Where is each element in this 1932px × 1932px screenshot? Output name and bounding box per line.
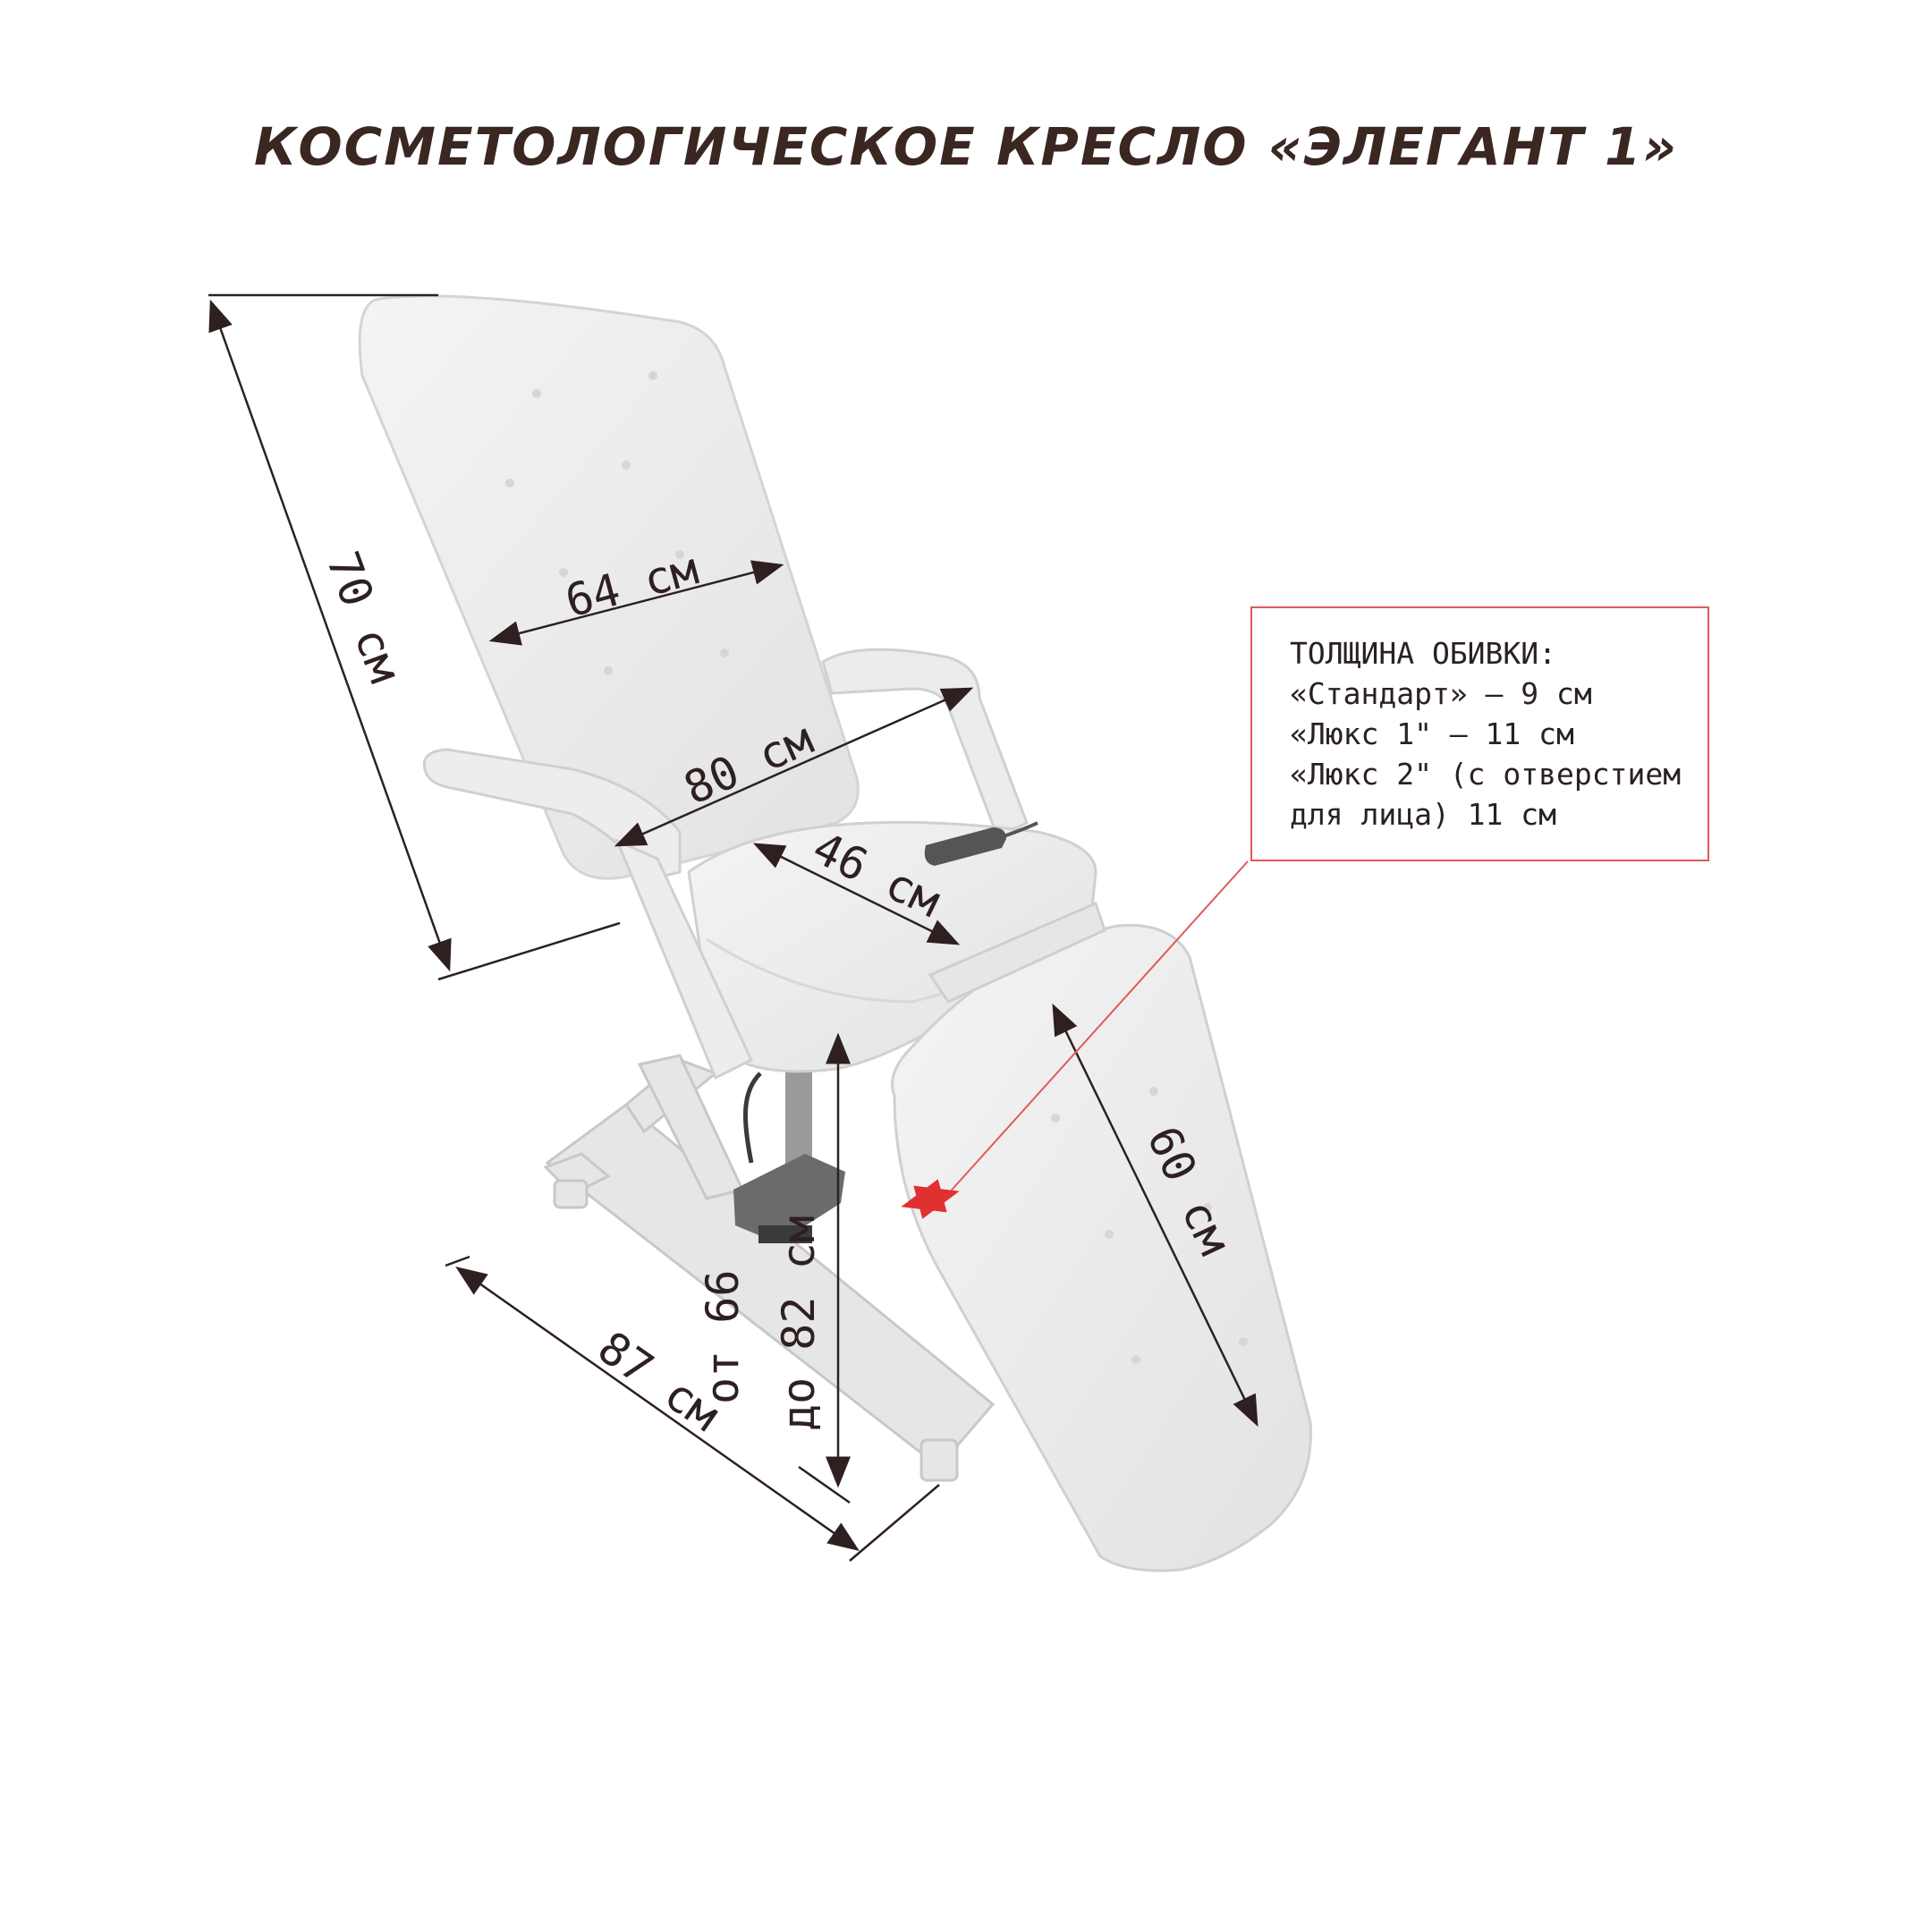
page-title: КОСМЕТОЛОГИЧЕСКОЕ КРЕСЛО «ЭЛЕГАНТ 1»	[253, 116, 1679, 177]
dim-line-seat-depth	[752, 843, 961, 945]
dim-label-backrest-length: 70 см	[317, 545, 411, 689]
extension-line-base-right	[849, 1484, 940, 1562]
upholstery-thickness-callout: ТОЛЩИНА ОБИВКИ: «Стандарт» – 9 см «Люкс …	[1250, 606, 1709, 861]
dim-line-base-length	[455, 1266, 860, 1552]
extension-line-base-left	[445, 1255, 470, 1267]
upholstery-heading: ТОЛЩИНА ОБИВКИ:	[1290, 636, 1557, 671]
dim-line-armrest-width	[614, 687, 974, 847]
dim-line-footrest-length	[1052, 1003, 1258, 1428]
upholstery-line-lux2-cont: для лица) 11 см	[1290, 797, 1557, 832]
dim-label-height-to: до 82 см	[773, 1216, 825, 1431]
dim-line-backrest-length	[208, 299, 452, 972]
dimension-lines	[208, 293, 1258, 1562]
upholstery-line-lux1: «Люкс 1" – 11 см	[1290, 716, 1574, 751]
dim-line-backrest-width	[488, 560, 784, 646]
upholstery-line-lux2: «Люкс 2" (с отверстием	[1290, 757, 1682, 792]
callout-pointer	[901, 860, 1249, 1219]
hydraulic-pump	[733, 1069, 845, 1243]
dim-label-height-from: от 66	[697, 1269, 749, 1404]
extension-line-floor	[798, 1465, 851, 1504]
upholstery-line-standard: «Стандарт» – 9 см	[1290, 676, 1592, 711]
extension-line-bottom	[437, 921, 621, 981]
